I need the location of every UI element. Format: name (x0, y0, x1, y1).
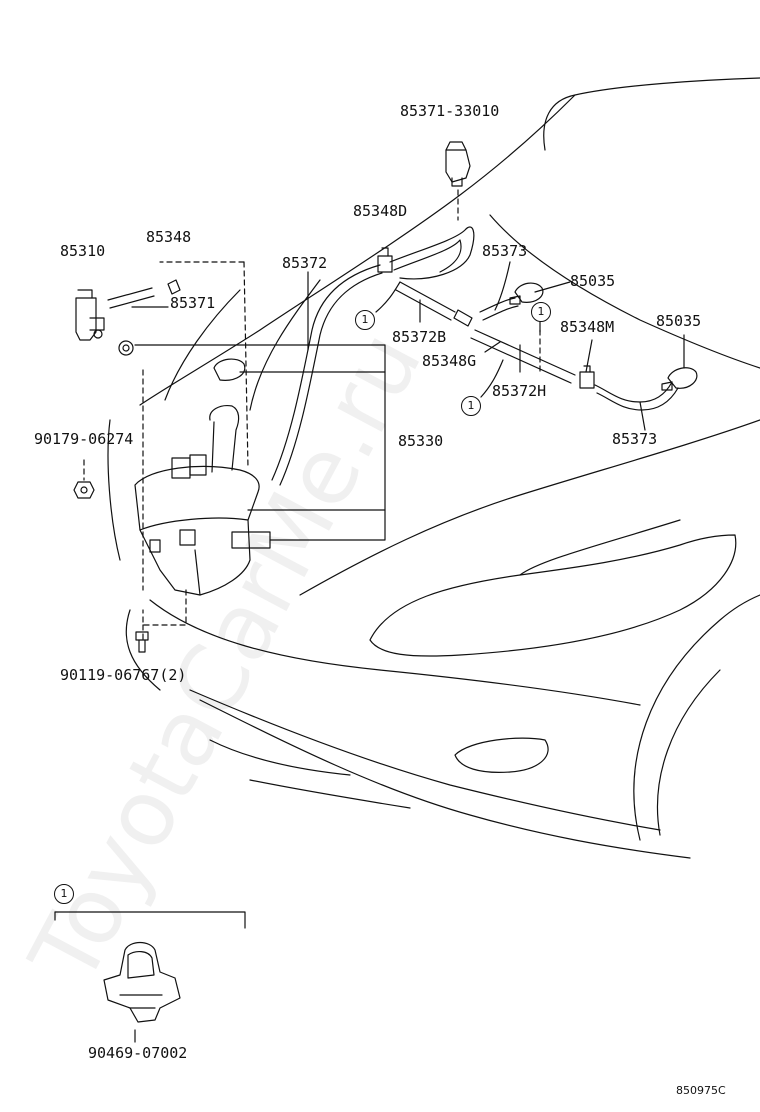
leader-dashes (83, 189, 541, 641)
clip-part (103, 941, 181, 1023)
car-body-outline (107, 77, 760, 859)
tank-cap (213, 358, 246, 381)
label-grommet: 85348 (146, 228, 192, 246)
label-joint-m: 85348M (560, 318, 615, 336)
label-pump: 85310 (60, 242, 106, 260)
callout-1-joint-h: 1 (531, 302, 551, 322)
label-hose-85372b: 85372B (392, 328, 447, 346)
label-nut: 90179-06274 (34, 430, 134, 448)
bolt-part (135, 631, 149, 653)
label-tank-hose: 85372 (282, 254, 328, 272)
label-joint-d: 85348D (353, 202, 408, 220)
label-nozzle-85035-a: 85035 (570, 272, 616, 290)
washer-nozzle-top (445, 141, 471, 187)
joint-parts (167, 247, 595, 389)
leader-lines (54, 261, 685, 1043)
label-hose-85373-bottom: 85373 (612, 430, 658, 448)
label-pump-hose: 85371 (170, 294, 216, 312)
label-nozzle-85035-b: 85035 (656, 312, 702, 330)
grommet-part (118, 340, 134, 356)
label-clip: 90469-07002 (88, 1044, 188, 1062)
washer-hoses (107, 226, 679, 486)
callout-1-clip: 1 (54, 884, 74, 904)
label-hose-85373-top: 85373 (482, 242, 528, 260)
diagram-code: 850975C (676, 1084, 726, 1097)
washer-tank (134, 405, 271, 596)
label-bolt: 90119-06767(2) (60, 666, 187, 684)
washer-nozzle-a (509, 282, 544, 305)
callout-1-hood-hose: 1 (355, 310, 375, 330)
label-hose-85372h: 85372H (492, 382, 547, 400)
callout-1-hose-h: 1 (461, 396, 481, 416)
label-joint-g: 85348G (422, 352, 477, 370)
washer-pump (75, 289, 105, 341)
nut-part (73, 481, 95, 499)
washer-nozzle-b (661, 367, 698, 391)
label-nozzle-33010: 85371-33010 (400, 102, 500, 120)
label-tank: 85330 (398, 432, 444, 450)
